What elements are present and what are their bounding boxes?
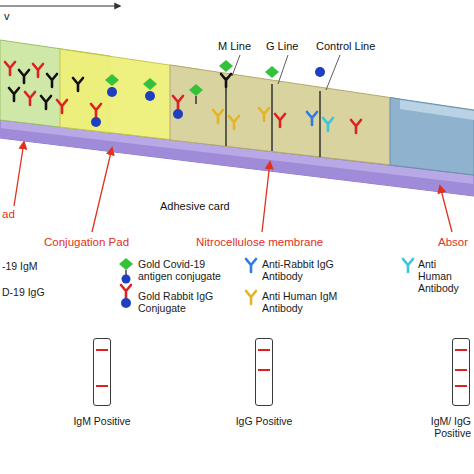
line-label: M Line — [218, 40, 251, 53]
legend-text: -19 IgM — [2, 260, 102, 272]
result-strip: IgG Positive — [255, 338, 273, 406]
part-label: ad — [2, 208, 15, 221]
legend-text: Anti Human IgM Antibody — [262, 290, 354, 314]
legend-text: Anti Human Antibody — [418, 258, 472, 294]
test-band — [455, 369, 467, 371]
legend-text: D-19 IgG — [2, 286, 102, 298]
part-label: Nitrocellulose membrane — [196, 236, 323, 249]
test-band — [96, 385, 108, 387]
legend-text: Gold Covid-19 antigen conjugate — [138, 258, 242, 282]
line-label: G Line — [266, 40, 298, 53]
test-band — [258, 369, 270, 371]
result-strip: IgM Positive — [93, 338, 111, 406]
part-label: Conjugation Pad — [44, 236, 129, 249]
flow-label: v — [4, 10, 10, 23]
test-band — [96, 349, 108, 351]
result-label: IgM/ IgG Positive — [421, 415, 471, 439]
test-band — [455, 385, 467, 387]
line-label: Control Line — [316, 40, 375, 53]
result-strip: IgM/ IgG Positive — [452, 338, 470, 406]
test-band — [258, 349, 270, 351]
test-band — [455, 349, 467, 351]
part-label: Absor — [438, 236, 468, 249]
part-label: Adhesive card — [160, 200, 230, 213]
legend-text: Gold Rabbit IgG Conjugate — [138, 290, 242, 314]
result-label: IgG Positive — [236, 415, 293, 427]
legend-text: Anti-Rabbit IgG Antibody — [262, 258, 354, 282]
result-label: IgM Positive — [73, 415, 130, 427]
